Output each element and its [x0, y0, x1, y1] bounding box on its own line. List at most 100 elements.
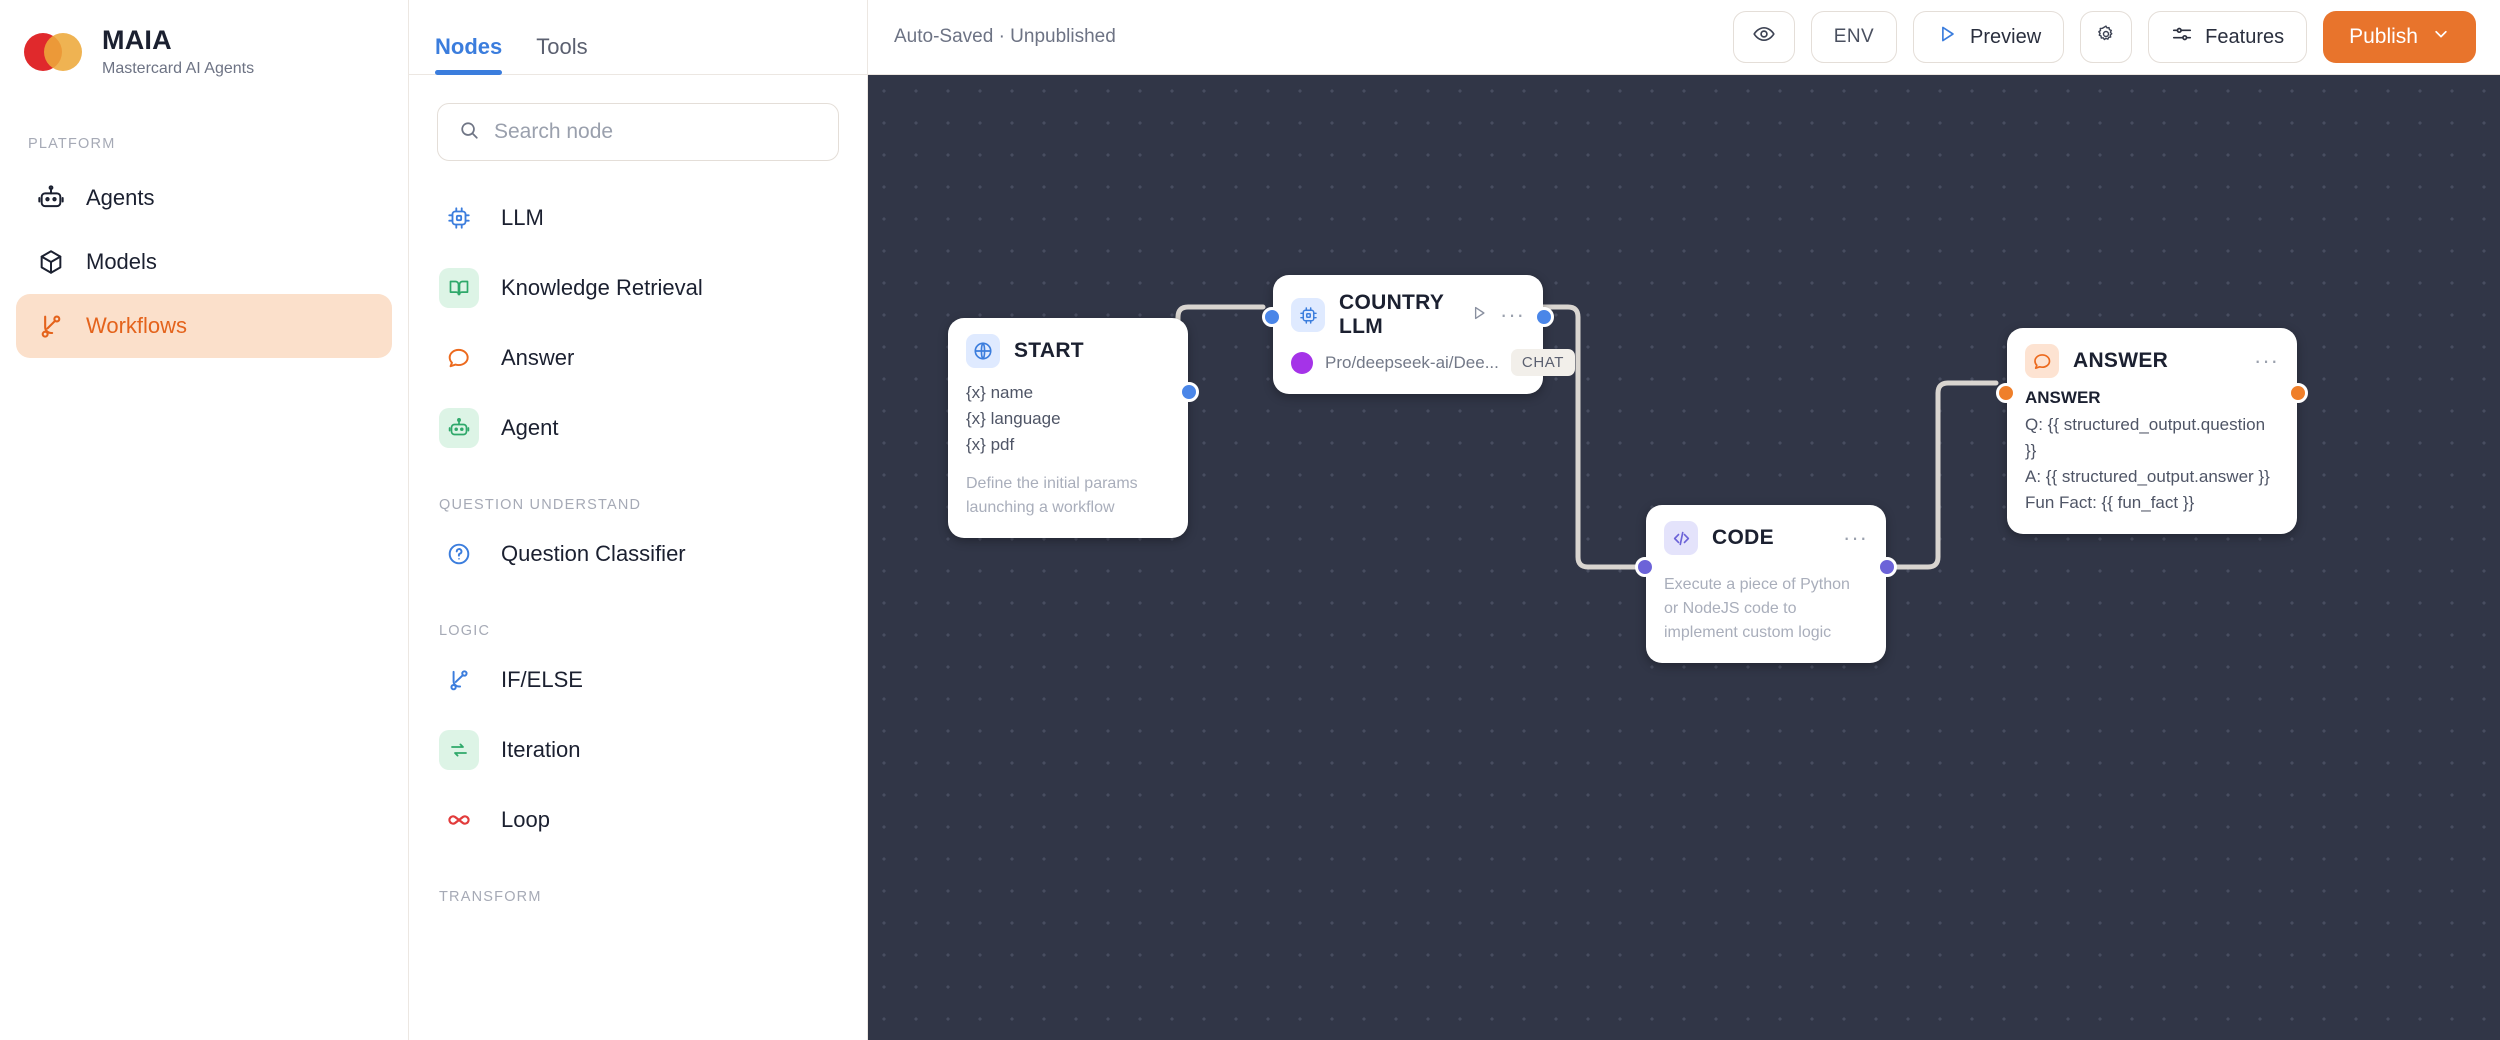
model-provider-dot	[1291, 351, 1313, 374]
sidebar-item-label: Models	[86, 248, 157, 274]
search-icon	[458, 119, 480, 146]
chip-icon	[439, 198, 479, 238]
mastercard-logo-icon	[24, 32, 82, 71]
node-description: Execute a piece of Python or NodeJS code…	[1664, 576, 1850, 641]
features-button[interactable]: Features	[2148, 11, 2308, 63]
node-variable: {x} pdf	[966, 435, 1015, 454]
node-item-iteration[interactable]: Iteration	[409, 715, 867, 785]
workflow-branch-icon	[36, 311, 66, 341]
node-item-label: Answer	[501, 345, 575, 370]
node-output-handle[interactable]	[1877, 557, 1897, 577]
eye-icon	[1752, 22, 1776, 52]
search-container	[409, 75, 867, 161]
search-box[interactable]	[437, 103, 839, 161]
infinity-icon	[439, 800, 479, 840]
group-label-transform: TRANSFORM	[439, 889, 542, 905]
canvas-node-code[interactable]: CODE ··· Execute a piece of Python or No…	[1635, 505, 1897, 663]
brand-title: MAIA	[102, 25, 172, 55]
node-item-label: LLM	[501, 205, 544, 230]
sidebar-nav: Agents Models Workflows	[0, 166, 408, 358]
loop-arrows-icon	[439, 730, 479, 770]
more-icon[interactable]: ···	[2254, 348, 2279, 373]
chip-icon	[1291, 298, 1325, 332]
preview-button-label: Preview	[1970, 25, 2042, 48]
publish-button-label: Publish	[2349, 25, 2418, 48]
sidebar-item-agents[interactable]: Agents	[16, 166, 392, 230]
sidebar-item-label: Agents	[86, 184, 155, 210]
model-name: Pro/deepseek-ai/Dee...	[1325, 352, 1499, 372]
node-input-handle[interactable]	[1635, 557, 1655, 577]
canvas-node-start[interactable]: START {x} name {x} language {x} pdf Defi…	[948, 318, 1199, 538]
answer-line: A: {{ structured_output.answer }}	[2025, 467, 2270, 486]
chat-badge: CHAT	[1510, 349, 1576, 376]
chevron-down-icon	[2432, 25, 2450, 49]
sidebar-item-workflows[interactable]: Workflows	[16, 293, 392, 358]
canvas-node-country-llm[interactable]: COUNTRY LLM ··· Pro/deepseek-ai/Dee... C…	[1262, 275, 1576, 394]
node-item-question-classifier[interactable]: Question Classifier	[409, 519, 867, 589]
node-description: Define the initial params launching a wo…	[966, 475, 1138, 516]
node-item-label: Loop	[501, 807, 550, 832]
chat-bubble-icon	[439, 338, 479, 378]
node-output-handle[interactable]	[1534, 307, 1554, 327]
node-item-label: IF/ELSE	[501, 667, 583, 692]
sidebar-item-label: Workflows	[86, 312, 188, 338]
node-item-answer[interactable]: Answer	[409, 323, 867, 393]
node-item-label: Knowledge Retrieval	[501, 275, 703, 300]
save-status: Auto-Saved · Unpublished	[894, 26, 1116, 47]
globe-icon	[966, 334, 1000, 368]
canvas-node-answer[interactable]: ANSWER ··· ANSWER Q: {{ structured_outpu…	[1996, 328, 2308, 534]
preview-eye-button[interactable]	[1732, 11, 1795, 63]
topbar: Auto-Saved · Unpublished ENV Preview	[868, 0, 2500, 75]
robot-icon	[36, 183, 66, 213]
more-icon[interactable]: ···	[1843, 525, 1868, 550]
node-item-label: Iteration	[501, 737, 581, 762]
branch-icon	[439, 660, 479, 700]
node-list: LLM Knowledge Retrieval Answer	[409, 161, 867, 1040]
tab-nodes[interactable]: Nodes	[435, 34, 503, 75]
node-input-handle[interactable]	[1262, 307, 1282, 327]
node-variable: {x} language	[966, 409, 1061, 428]
chat-bubble-icon	[2025, 344, 2059, 378]
node-item-loop[interactable]: Loop	[409, 785, 867, 855]
answer-section-label: ANSWER	[2025, 388, 2101, 407]
more-icon[interactable]: ···	[1500, 302, 1525, 327]
node-output-handle[interactable]	[2288, 383, 2308, 403]
canvas-node-title: CODE	[1712, 526, 1774, 549]
canvas-node-title: COUNTRY LLM	[1339, 291, 1444, 338]
workflow-canvas[interactable]: START {x} name {x} language {x} pdf Defi…	[868, 75, 2500, 1040]
brand-subtitle: Mastercard AI Agents	[102, 59, 255, 77]
node-item-llm[interactable]: LLM	[409, 183, 867, 253]
node-item-if-else[interactable]: IF/ELSE	[409, 645, 867, 715]
nodes-panel: Nodes Tools LL	[409, 0, 868, 1040]
question-circle-icon	[439, 534, 479, 574]
play-icon	[1936, 23, 1958, 51]
sidebar-item-models[interactable]: Models	[16, 230, 392, 294]
answer-line: Q: {{ structured_output.question }}	[2025, 415, 2266, 460]
canvas-node-title: START	[1014, 339, 1084, 362]
sidebar: MAIA Mastercard AI Agents PLATFORM Agent…	[0, 0, 409, 1040]
main-area: Auto-Saved · Unpublished ENV Preview	[868, 0, 2500, 1040]
sidebar-section-label: PLATFORM	[28, 135, 116, 152]
search-input[interactable]	[494, 120, 818, 144]
publish-button[interactable]: Publish	[2323, 11, 2476, 63]
group-label-logic: LOGIC	[439, 623, 491, 639]
cube-icon	[36, 247, 66, 277]
node-item-label: Question Classifier	[501, 541, 686, 566]
preview-button[interactable]: Preview	[1913, 11, 2065, 63]
features-button-label: Features	[2205, 25, 2285, 48]
group-label-question-understand: QUESTION UNDERSTAND	[439, 497, 642, 513]
answer-line: Fun Fact: {{ fun_fact }}	[2025, 493, 2195, 512]
code-brackets-icon	[1664, 521, 1698, 555]
sliders-icon	[2171, 23, 2193, 51]
tab-tools[interactable]: Tools	[536, 34, 588, 59]
brand: MAIA Mastercard AI Agents	[0, 0, 408, 78]
node-output-handle[interactable]	[1179, 382, 1199, 402]
settings-button[interactable]	[2080, 11, 2133, 63]
node-item-agent[interactable]: Agent	[409, 393, 867, 463]
node-item-knowledge-retrieval[interactable]: Knowledge Retrieval	[409, 253, 867, 323]
run-icon[interactable]	[1470, 304, 1488, 327]
env-button[interactable]: ENV	[1810, 11, 1898, 63]
node-input-handle[interactable]	[1996, 383, 2016, 403]
robot-icon	[439, 408, 479, 448]
